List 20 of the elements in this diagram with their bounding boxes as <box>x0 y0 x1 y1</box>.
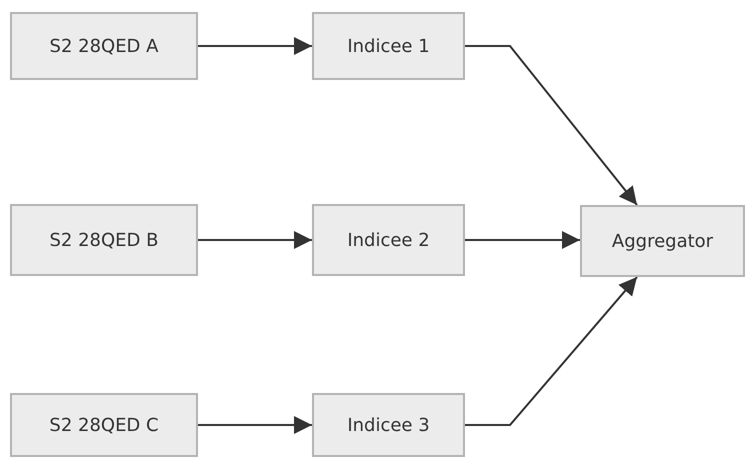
process-box <box>312 393 465 457</box>
process-box <box>10 204 198 276</box>
process-box <box>10 393 198 457</box>
box-label: Indicee 3 <box>347 414 430 438</box>
box-label: S2 28QED B <box>50 228 158 252</box>
arrow <box>198 416 312 434</box>
process-box <box>312 12 465 80</box>
arrow <box>465 276 638 426</box>
box-label: S2 28QED C <box>49 414 159 438</box>
arrow <box>198 37 312 55</box>
box-label: S2 28QED A <box>50 34 158 58</box>
box-label: Indicee 2 <box>347 228 430 252</box>
arrow <box>198 231 312 249</box>
arrow <box>465 231 580 249</box>
box-label: Aggregator <box>612 230 714 254</box>
box-label: Indicee 1 <box>347 34 430 58</box>
process-box <box>580 205 745 277</box>
process-box <box>10 12 198 80</box>
arrow <box>465 45 638 206</box>
process-box <box>312 204 465 276</box>
